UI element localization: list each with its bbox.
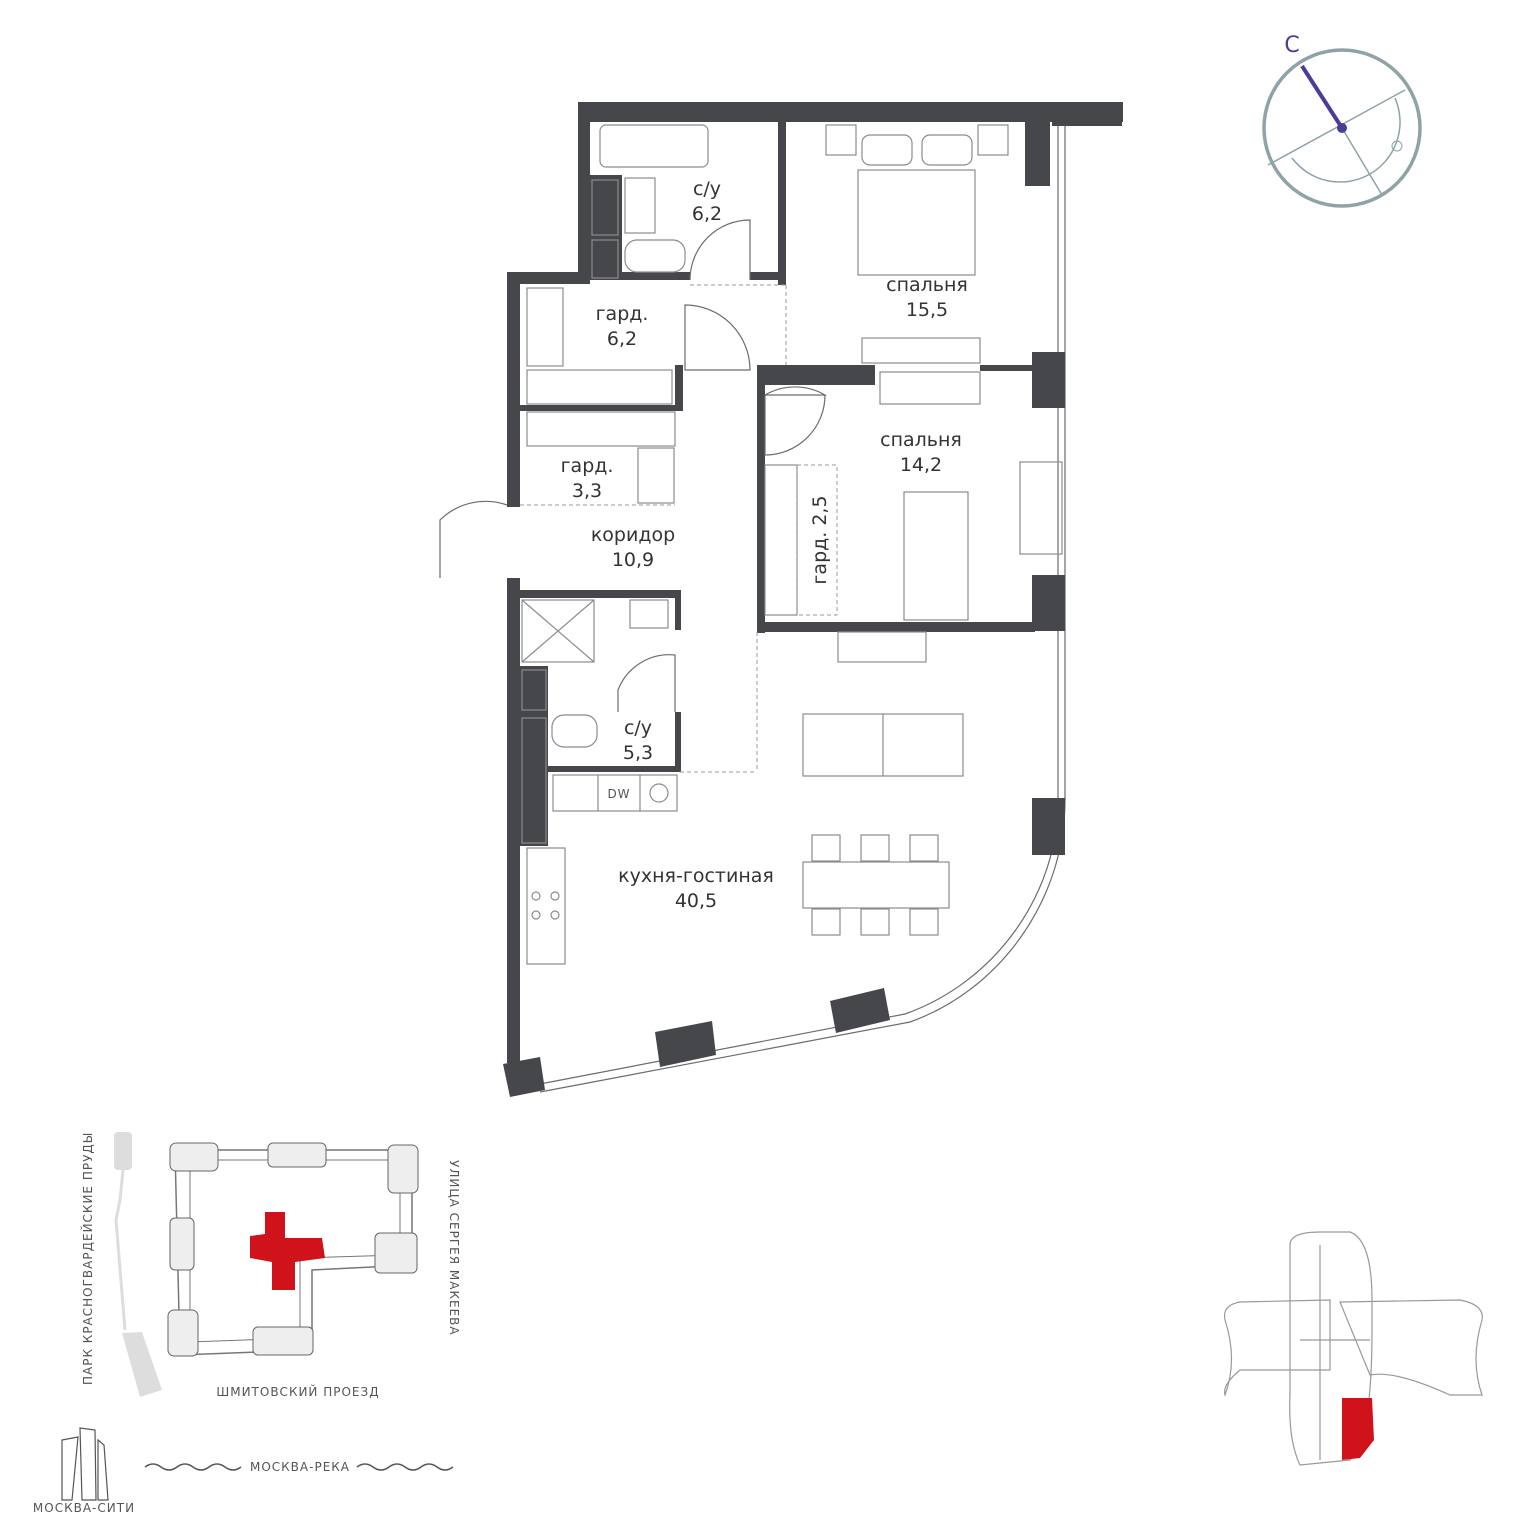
room-area: 15,5 — [906, 299, 948, 321]
furniture: DW — [520, 124, 1063, 965]
room-name: кухня-гостиная — [618, 865, 774, 887]
north-needle — [1300, 64, 1344, 130]
room-area: 14,2 — [900, 454, 942, 476]
room-name: спальня — [886, 274, 968, 296]
sun-icon — [1391, 140, 1403, 152]
room-area: 6,2 — [607, 328, 637, 350]
dishwasher-label: DW — [607, 787, 630, 801]
room-area: 6,2 — [692, 203, 722, 225]
room-name: коридор — [591, 524, 675, 546]
river-label: МОСКВА-РЕКА — [250, 1460, 350, 1474]
walls — [503, 102, 1123, 1097]
street-right-label: УЛИЦА СЕРГЕЯ МАКЕЕВА — [447, 1160, 461, 1336]
room-name: гард. 2,5 — [809, 495, 831, 584]
north-label: С — [1284, 33, 1299, 58]
room-area: 40,5 — [675, 890, 717, 912]
street-bottom-label: ШМИТОВСКИЙ ПРОЕЗД — [216, 1384, 379, 1399]
room-name: с/у — [624, 717, 652, 739]
moscow-city-icon — [61, 1427, 109, 1501]
room-area: 10,9 — [612, 549, 654, 571]
apartment-highlight — [1342, 1398, 1374, 1460]
room-name: спальня — [880, 429, 962, 451]
room-name: гард. — [561, 455, 614, 477]
room-name: с/у — [693, 178, 721, 200]
building-key-plan — [1223, 1231, 1483, 1466]
doors — [439, 219, 828, 712]
compass: С — [1262, 33, 1422, 208]
room-area: 3,3 — [572, 480, 602, 502]
room-labels: с/у 6,2 спальня 15,5 гард. 6,2 спальня 1… — [561, 178, 968, 912]
room-area: 5,3 — [623, 742, 653, 764]
building-highlight — [250, 1212, 325, 1290]
site-plan: ПАРК КРАСНОГВАРДЕЙСКИЕ ПРУДЫ УЛИЦА СЕРГЕ… — [33, 1132, 461, 1515]
landmark-label: МОСКВА-СИТИ — [33, 1501, 135, 1515]
park-label: ПАРК КРАСНОГВАРДЕЙСКИЕ ПРУДЫ — [80, 1132, 95, 1385]
room-name: гард. — [596, 303, 649, 325]
